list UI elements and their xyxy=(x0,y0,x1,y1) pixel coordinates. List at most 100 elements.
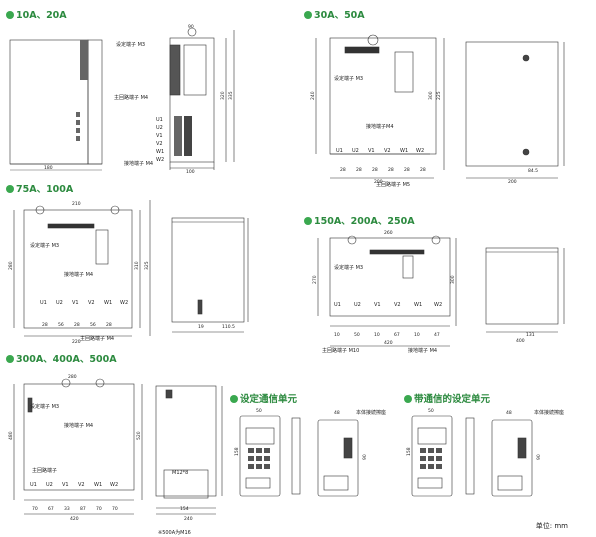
section-title-150a: 150A、200A、250A xyxy=(304,216,415,228)
bullet-icon xyxy=(304,217,312,225)
terminal-label-t10: V1 xyxy=(156,133,163,139)
drawing-150a-front xyxy=(317,235,457,347)
drawing-30a-side xyxy=(465,41,565,179)
dimension-value: 225 xyxy=(436,91,442,100)
pitch-value: 10 xyxy=(414,332,420,338)
dimension-value: 420 xyxy=(384,340,393,346)
pitch-value: 28 xyxy=(74,322,80,328)
dimension-value: 280 xyxy=(68,374,77,380)
terminal-label-t300: W1 xyxy=(94,482,102,488)
dimension-value: 280 xyxy=(8,261,14,270)
section-title-75a: 75A、100A xyxy=(6,184,73,196)
label-ground-30a: 接地端子M4 xyxy=(366,123,394,130)
label-setting-terminal-75a: 设定端子 M3 xyxy=(30,242,59,249)
terminal-label-t30: U1 xyxy=(336,148,343,154)
pitch-value: 67 xyxy=(48,506,54,512)
drawing-10a-side xyxy=(9,39,103,171)
label-main-circuit-150a: 主回路端子 M10 xyxy=(322,347,359,354)
drawing-300a-side xyxy=(155,385,223,515)
dimension-value: 154 xyxy=(180,506,189,512)
pitch-value: 28 xyxy=(356,167,362,173)
dimension-value: 100 xyxy=(186,169,195,175)
dimension-value: 420 xyxy=(70,516,79,522)
terminal-label-t300: U1 xyxy=(30,482,37,488)
label-setting-terminal-30a: 设定端子 M3 xyxy=(334,75,363,82)
pitch-value: 67 xyxy=(394,332,400,338)
terminal-label-t75: V2 xyxy=(88,300,95,306)
terminal-label-t150: W1 xyxy=(414,302,422,308)
terminal-label-t30: W2 xyxy=(416,148,424,154)
pitch-value: 70 xyxy=(96,506,102,512)
drawing-75a-front xyxy=(13,200,151,337)
dimension-value: 320 xyxy=(220,91,226,100)
terminal-label-t75: U2 xyxy=(56,300,63,306)
pitch-value: 10 xyxy=(334,332,340,338)
drawing-comm-setting-unit xyxy=(411,415,533,497)
drawing-30a-front xyxy=(315,34,445,179)
dimension-value: 50 xyxy=(428,408,434,414)
dimension-value: 158 xyxy=(406,447,412,456)
label-main-circuit-10a: 主回路端子 M4 xyxy=(114,94,148,101)
pitch-value: 56 xyxy=(90,322,96,328)
terminal-label-t150: V1 xyxy=(374,302,381,308)
dimension-value: 240 xyxy=(184,516,193,522)
dimension-value: 325 xyxy=(144,261,150,270)
pitch-value: 28 xyxy=(42,322,48,328)
label-body-connector-1: 本体接続擦座 xyxy=(356,409,386,416)
dimension-value: 300 xyxy=(428,91,434,100)
dimension-value: 131 xyxy=(526,332,535,338)
pitch-value: 50 xyxy=(354,332,360,338)
dimension-value: 180 xyxy=(44,165,53,171)
dimension-value: 48 xyxy=(506,410,512,416)
terminal-label-t10: W2 xyxy=(156,157,164,163)
dimension-value: 335 xyxy=(228,91,234,100)
section-title-10a: 10A、20A xyxy=(6,10,67,22)
label-ground-300a: 接地端子 M4 xyxy=(64,422,93,429)
dimension-value: 300 xyxy=(450,275,456,284)
drawing-150a-side xyxy=(485,247,565,333)
terminal-label-t150: W2 xyxy=(434,302,442,308)
section-title-300a: 300A、400A、500A xyxy=(6,354,117,366)
drawing-300a-front xyxy=(13,378,143,515)
dimension-value: 50 xyxy=(256,408,262,414)
bullet-icon xyxy=(6,185,14,193)
section-title-30a: 30A、50A xyxy=(304,10,365,22)
pitch-value: 28 xyxy=(106,322,112,328)
label-ground-75a: 接地端子 M4 xyxy=(64,271,93,278)
terminal-label-t150: U2 xyxy=(354,302,361,308)
pitch-value: 28 xyxy=(420,167,426,173)
dimension-value: 400 xyxy=(516,338,525,344)
dimension-value: 480 xyxy=(8,431,14,440)
pitch-value: 10 xyxy=(374,332,380,338)
dimension-value: 200 xyxy=(374,179,383,185)
label-setting-terminal-10a: 设定端子 M3 xyxy=(116,41,145,48)
terminal-label-t30: W1 xyxy=(400,148,408,154)
label-bolt-300a: M12*8 xyxy=(172,470,188,476)
label-ground-10a: 接地端子 M4 xyxy=(124,160,153,167)
terminal-label-t150: U1 xyxy=(334,302,341,308)
dimension-value: 19 xyxy=(198,324,204,330)
dimension-value: 48 xyxy=(334,410,340,416)
dimension-value: 260 xyxy=(384,230,393,236)
label-ground-150a: 接地端子 M4 xyxy=(408,347,437,354)
terminal-label-t30: V2 xyxy=(384,148,391,154)
dimension-value: 240 xyxy=(310,91,316,100)
section-title-comm-setting-unit: 带通信的设定单元 xyxy=(404,394,490,406)
dimension-value: 90 xyxy=(536,454,542,460)
pitch-value: 70 xyxy=(112,506,118,512)
section-title-setting-unit: 设定通信单元 xyxy=(230,394,297,406)
drawing-75a-side xyxy=(171,217,249,333)
terminal-label-t75: W2 xyxy=(120,300,128,306)
terminal-label-t30: V1 xyxy=(368,148,375,154)
label-setting-terminal-300a: 设定端子 M3 xyxy=(30,403,59,410)
pitch-value: 87 xyxy=(80,506,86,512)
dimension-value: 158 xyxy=(234,447,240,456)
terminal-label-t300: U2 xyxy=(46,482,53,488)
terminal-label-t75: U1 xyxy=(40,300,47,306)
drawing-setting-unit xyxy=(239,415,359,497)
dimension-value: 200 xyxy=(508,179,517,185)
pitch-value: 28 xyxy=(372,167,378,173)
